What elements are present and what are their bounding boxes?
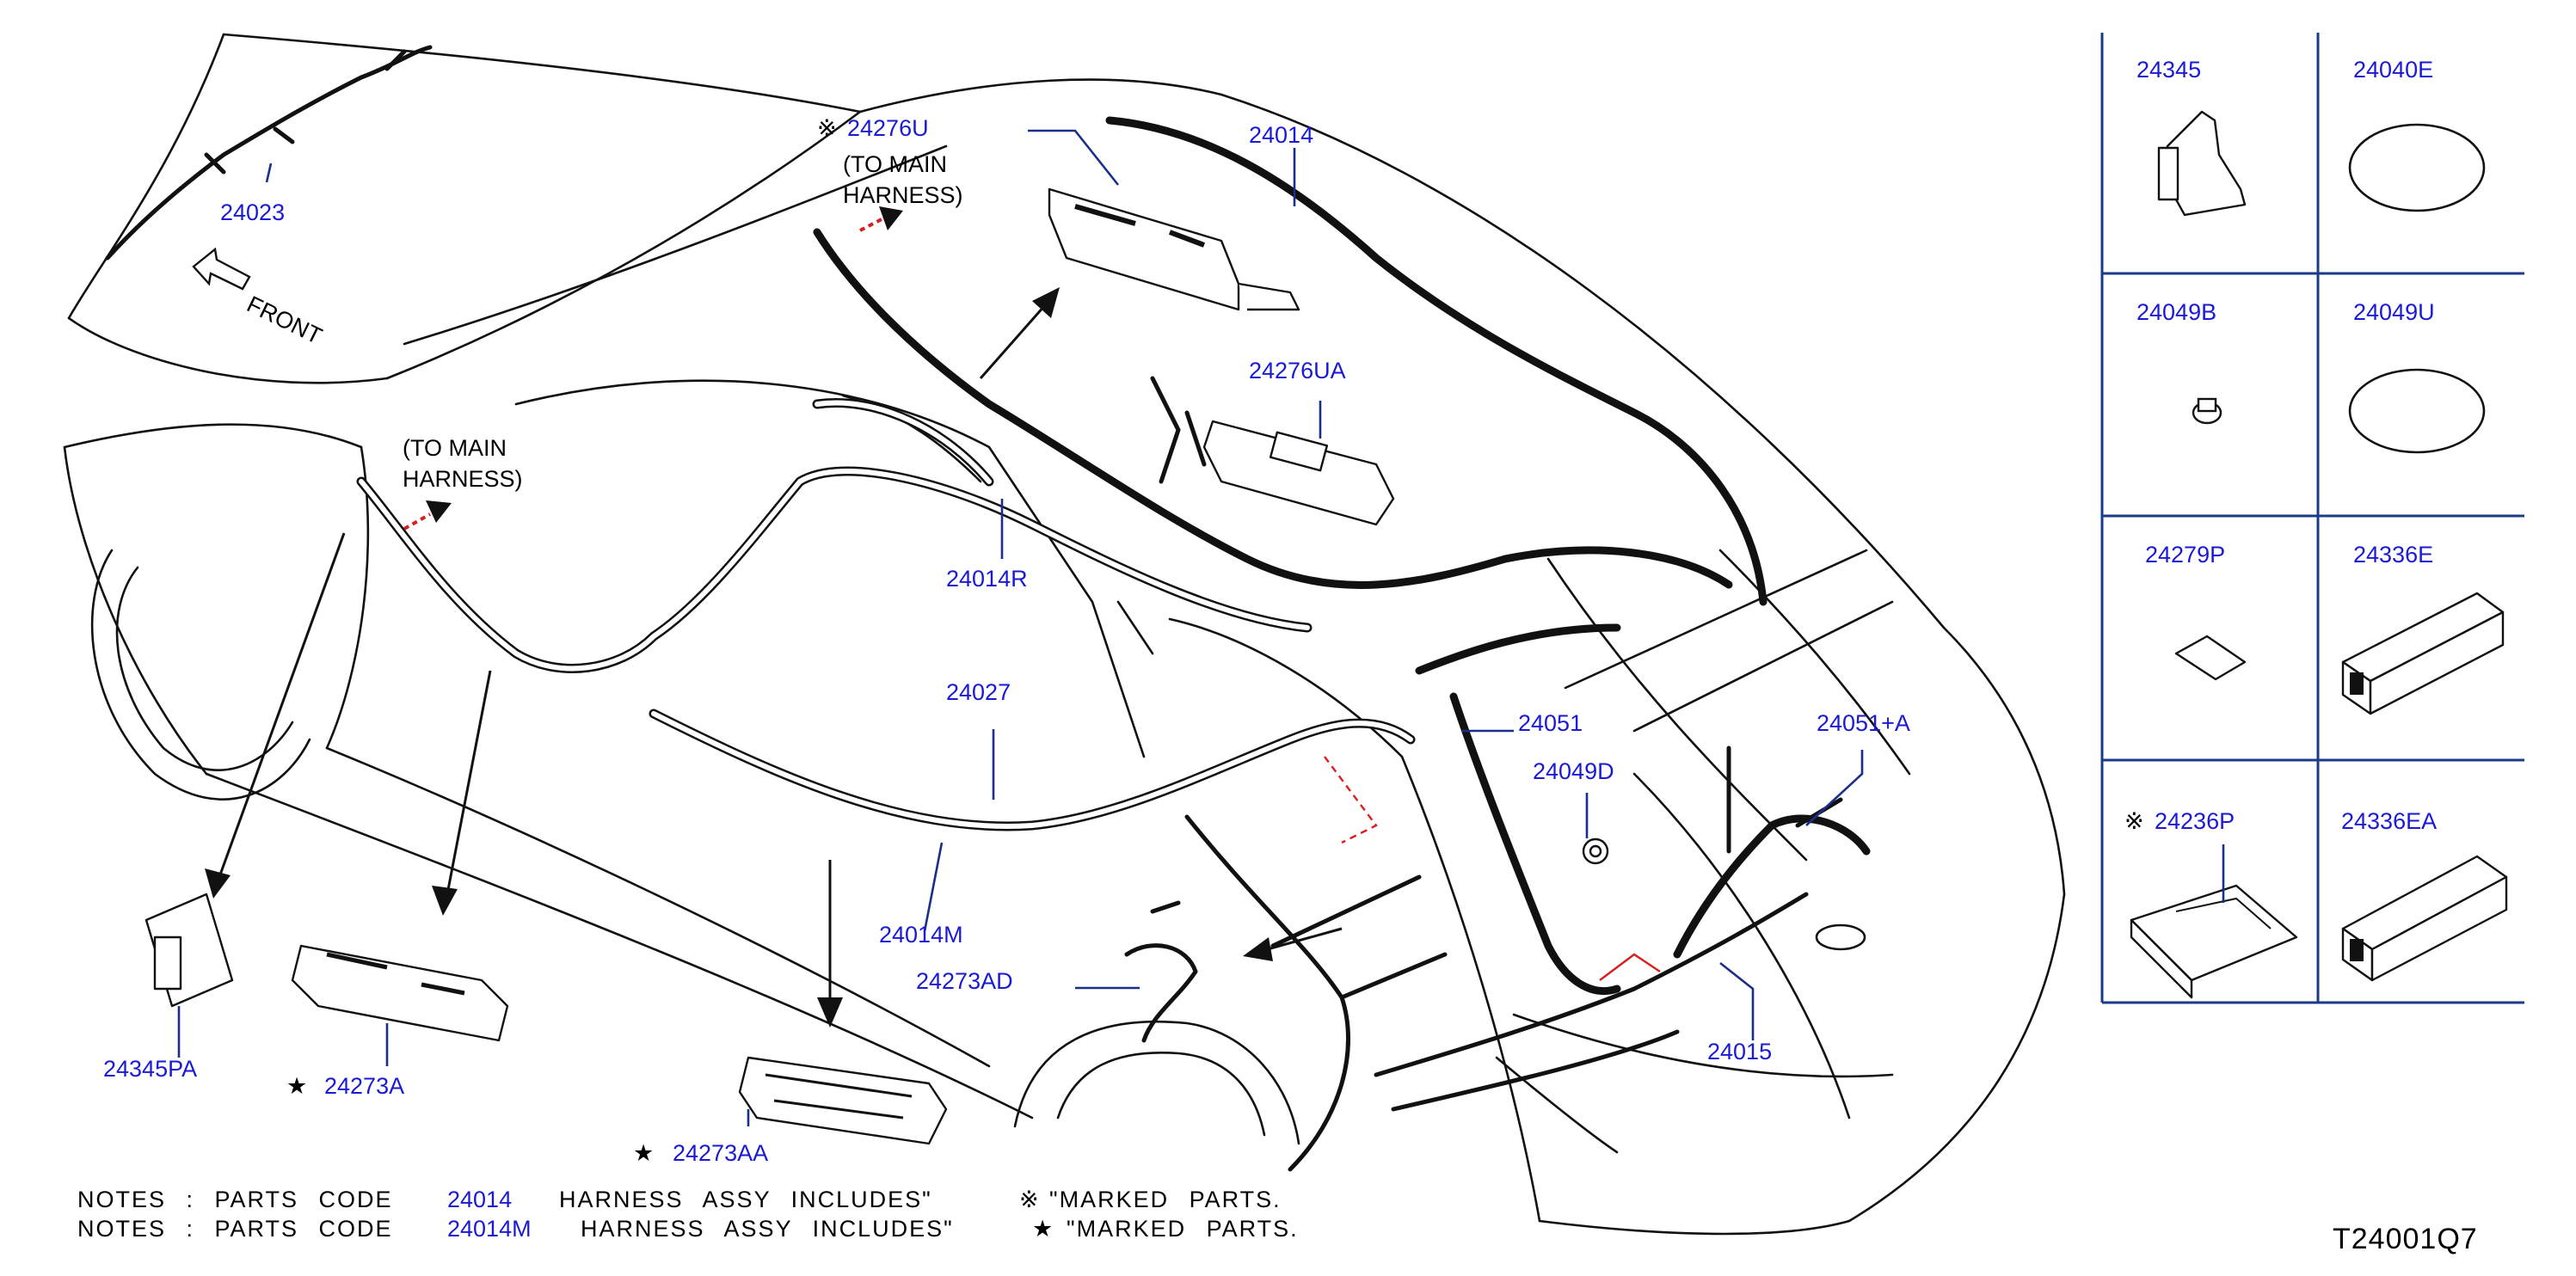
component-24273ad bbox=[1124, 900, 1198, 1043]
star-mark-24273a: ★ bbox=[286, 1073, 307, 1099]
callout-24051: 24051 bbox=[1518, 710, 1583, 736]
component-24273aa bbox=[738, 1056, 948, 1145]
grid-label-4: 24279P bbox=[2145, 542, 2225, 567]
component-24345pa bbox=[144, 893, 234, 1008]
grid-label-7: 24336EA bbox=[2341, 808, 2437, 834]
routing-markers bbox=[1324, 756, 1661, 981]
component-24273a bbox=[291, 944, 509, 1042]
note-line-2-suffix: HARNESS ASSY INCLUDES" bbox=[581, 1216, 954, 1242]
callout-24027: 24027 bbox=[946, 679, 1011, 705]
harness-24023 bbox=[105, 45, 433, 261]
harness-24014M bbox=[649, 709, 1448, 1172]
grid-label-6: 24236P bbox=[2155, 808, 2235, 834]
note-line-2-code: 24014M bbox=[447, 1216, 532, 1242]
vehicle-body-outline bbox=[63, 33, 2066, 1236]
callout-24014: 24014 bbox=[1249, 122, 1313, 148]
harness-24051-a bbox=[1673, 745, 1871, 959]
grid-label-3: 24049U bbox=[2353, 299, 2435, 325]
front-direction-label: FRONT bbox=[243, 291, 326, 349]
callout-labels: 24023 ※ 24276U (TO MAIN HARNESS) 24014 F… bbox=[103, 115, 1910, 1166]
callout-24051a: 24051+A bbox=[1817, 710, 1910, 736]
callout-24023: 24023 bbox=[220, 199, 285, 225]
star-mark-24273aa: ★ bbox=[633, 1140, 654, 1166]
grid-ref-mark-6: ※ bbox=[2124, 808, 2144, 834]
grid-label-0: 24345 bbox=[2136, 57, 2201, 83]
callout-24015: 24015 bbox=[1707, 1039, 1772, 1064]
callout-24014m: 24014M bbox=[879, 922, 963, 948]
diagram-code: T24001Q7 bbox=[2333, 1223, 2478, 1255]
note-line-2-mark-text: "MARKED PARTS. bbox=[1067, 1216, 1299, 1242]
callout-24276u: 24276U bbox=[847, 115, 929, 141]
grid-label-2: 24049B bbox=[2136, 299, 2216, 325]
callout-24276ua: 24276UA bbox=[1249, 358, 1346, 383]
direction-arrows-to-main-harness bbox=[403, 206, 903, 531]
harness-24051 bbox=[1415, 623, 1621, 996]
to-main-harness-note-1-line2: HARNESS) bbox=[843, 182, 963, 208]
callout-24345pa: 24345PA bbox=[103, 1056, 197, 1082]
parts-grid: 24345 24040E 24049B 24049U 24279P 24336E… bbox=[2100, 33, 2524, 1004]
note-line-1-prefix: NOTES : PARTS CODE bbox=[77, 1187, 393, 1212]
note-line-2-star-mark: ★ bbox=[1032, 1216, 1053, 1242]
callout-24273aa: 24273AA bbox=[673, 1140, 768, 1166]
note-line-2-prefix: NOTES : PARTS CODE bbox=[77, 1216, 393, 1242]
to-main-harness-note-2-line1: (TO MAIN bbox=[403, 435, 507, 461]
notes: NOTES : PARTS CODE 24014 HARNESS ASSY IN… bbox=[77, 1187, 1299, 1242]
callout-24273a: 24273A bbox=[324, 1073, 404, 1099]
note-line-1-suffix: HARNESS ASSY INCLUDES" bbox=[559, 1187, 932, 1212]
callout-24273ad: 24273AD bbox=[916, 968, 1013, 994]
grid-label-5: 24336E bbox=[2353, 542, 2433, 567]
to-main-harness-note-1-line1: (TO MAIN bbox=[843, 151, 947, 177]
note-line-1-code: 24014 bbox=[447, 1187, 512, 1212]
leader-lines bbox=[177, 129, 1864, 1126]
to-main-harness-note-2-line2: HARNESS) bbox=[403, 466, 523, 492]
harness-24015 bbox=[1374, 892, 1809, 1112]
grid-label-1: 24040E bbox=[2353, 57, 2433, 83]
ref-mark-24276u: ※ bbox=[817, 115, 837, 141]
harness-24014 bbox=[813, 116, 1768, 606]
component-24276ua bbox=[1202, 420, 1395, 526]
note-line-1-ref-mark: ※ bbox=[1019, 1187, 1039, 1212]
note-line-1-mark-text: "MARKED PARTS. bbox=[1049, 1187, 1282, 1212]
pointer-arrows bbox=[192, 247, 1343, 1028]
callout-24014r: 24014R bbox=[946, 566, 1028, 592]
component-24049d bbox=[1582, 837, 1609, 865]
component-24276u bbox=[1048, 187, 1300, 311]
harness-24014R bbox=[356, 398, 1313, 673]
callout-24049d: 24049D bbox=[1533, 758, 1614, 784]
